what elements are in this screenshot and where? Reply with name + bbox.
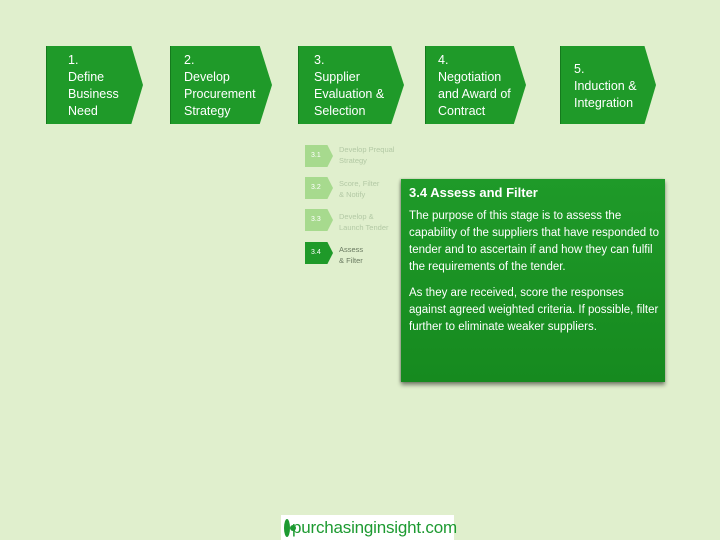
stage-1-define-business-need[interactable]: 1. Define Business Need bbox=[46, 46, 143, 124]
logo-text: purchasinginsight.com bbox=[292, 517, 457, 537]
substep-3-2-label[interactable]: Score, Filter & Notify bbox=[339, 179, 380, 199]
stage-label: Negotiation and Award of Contract bbox=[438, 70, 511, 118]
detail-purpose-text: The purpose of this stage is to assess t… bbox=[409, 210, 659, 273]
stage-2-develop-procurement-strategy[interactable]: 2. Develop Procurement Strategy bbox=[170, 46, 272, 124]
substep-3-3-label[interactable]: Develop & Launch Tender bbox=[339, 212, 389, 232]
stage-number: 5. bbox=[574, 62, 585, 76]
substep-3-4-marker[interactable]: 3.4 bbox=[305, 242, 333, 264]
circle-logo-icon bbox=[284, 518, 296, 537]
purchasinginsight-logo[interactable]: purchasinginsight.com bbox=[281, 515, 457, 540]
stage-label: Supplier Evaluation & Selection bbox=[314, 70, 385, 118]
substep-3-4-label[interactable]: Assess & Filter bbox=[339, 245, 364, 265]
stage-label: Define Business Need bbox=[68, 70, 119, 118]
substep-detail-panel: 3.4 Assess and Filter The purpose of thi… bbox=[401, 179, 665, 382]
stage-5-induction-integration[interactable]: 5. Induction & Integration bbox=[560, 46, 656, 124]
substep-3-1-label[interactable]: Develop Prequal Strategy bbox=[339, 145, 395, 165]
stage-number: 2. bbox=[184, 53, 195, 67]
stage-label: Develop Procurement Strategy bbox=[184, 70, 256, 118]
substep-3-2-marker[interactable]: 3.2 bbox=[305, 177, 333, 199]
detail-action-text: As they are received, score the response… bbox=[409, 287, 659, 333]
substep-3-3-marker[interactable]: 3.3 bbox=[305, 209, 333, 231]
stage-label: Induction & Integration bbox=[574, 79, 637, 110]
stage-4-negotiation-award[interactable]: 4. Negotiation and Award of Contract bbox=[425, 46, 526, 124]
stage-3-supplier-evaluation-selection[interactable]: 3. Supplier Evaluation & Selection bbox=[298, 46, 404, 124]
detail-title: 3.4 Assess and Filter bbox=[409, 185, 538, 200]
stage-number: 4. bbox=[438, 53, 449, 67]
stage-number: 3. bbox=[314, 53, 325, 67]
substep-3-1-marker[interactable]: 3.1 bbox=[305, 145, 333, 167]
stage-number: 1. bbox=[68, 53, 79, 67]
